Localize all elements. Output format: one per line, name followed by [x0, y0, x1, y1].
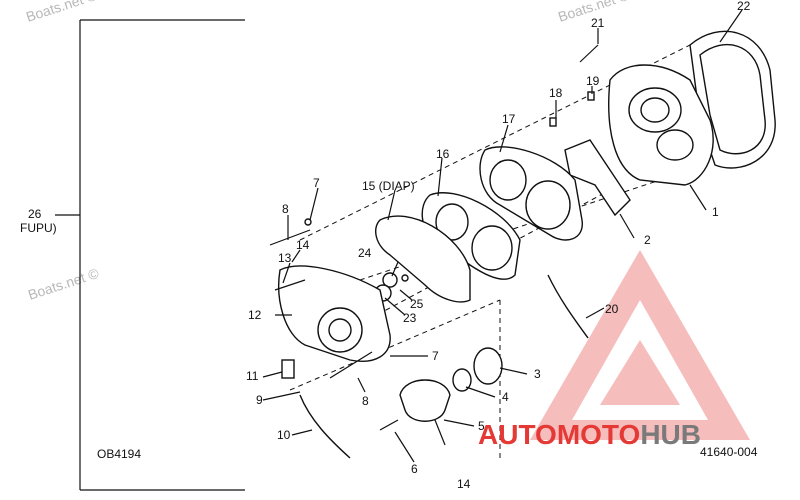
- callout-2: 2: [644, 233, 651, 247]
- drawing-code-right: 41640-004: [700, 445, 758, 459]
- hose-20: [547, 274, 589, 339]
- callout-21: 21: [591, 16, 605, 30]
- washer-4: [452, 368, 472, 392]
- filter-cup-5: [399, 379, 451, 446]
- callout-15: 15 (DIAP): [362, 179, 415, 193]
- bolt-lower-8: [329, 351, 373, 379]
- callout-3: 3: [534, 367, 541, 381]
- gasket-16: [421, 192, 521, 280]
- hose-10: [299, 394, 351, 459]
- bolts-upper: [269, 218, 312, 291]
- callout-24: 24: [358, 246, 372, 260]
- leader-lines: [262, 9, 743, 463]
- callout-19: 19: [586, 74, 600, 88]
- pump-body-1: [608, 64, 714, 186]
- assembly-bracket: [55, 19, 245, 491]
- housing-17: [479, 146, 583, 241]
- callout-14-upper: 14: [296, 238, 310, 252]
- callout-13: 13: [278, 251, 292, 265]
- callout-7-upper: 7: [313, 176, 320, 190]
- callout-1: 1: [712, 205, 719, 219]
- watermark-top: Boats.net ©: [24, 0, 99, 25]
- callout-14-lower: 14: [457, 477, 471, 491]
- callout-7-lower: 7: [432, 349, 439, 363]
- callout-20: 20: [605, 302, 619, 316]
- callout-9: 9: [256, 393, 263, 407]
- lower-housing-12: [278, 265, 391, 362]
- callout-4: 4: [502, 390, 509, 404]
- callout-8-lower: 8: [362, 394, 369, 408]
- drawing-code-left: OB4194: [97, 447, 141, 461]
- brace-label-number: 26: [28, 207, 42, 221]
- callout-25: 25: [410, 297, 424, 311]
- callout-18: 18: [549, 86, 563, 100]
- brand-text-red: AUTOMOTO: [478, 419, 640, 450]
- callout-5: 5: [478, 419, 485, 433]
- brand-text-gray: HUB: [640, 419, 701, 450]
- callout-6: 6: [411, 462, 418, 476]
- brand-text: AUTOMOTOHUB: [478, 419, 701, 450]
- screw-6: [379, 419, 399, 431]
- callout-8-upper: 8: [282, 202, 289, 216]
- fitting-11: [281, 359, 295, 379]
- screws-18-21: [549, 44, 599, 127]
- diaphragm-15: [374, 215, 471, 303]
- callout-17: 17: [502, 112, 516, 126]
- callout-12: 12: [248, 308, 262, 322]
- brand-triangle-core: [600, 340, 680, 405]
- callout-11: 11: [246, 369, 259, 383]
- callout-22: 22: [737, 0, 751, 13]
- callout-16: 16: [436, 147, 450, 161]
- callout-23: 23: [403, 311, 417, 325]
- brace-label-text: FUPU): [20, 221, 57, 235]
- watermark-left: Boats.net ©: [26, 265, 101, 303]
- callout-10: 10: [277, 428, 291, 442]
- brand-logo: [530, 250, 750, 440]
- disc-3: [473, 347, 503, 385]
